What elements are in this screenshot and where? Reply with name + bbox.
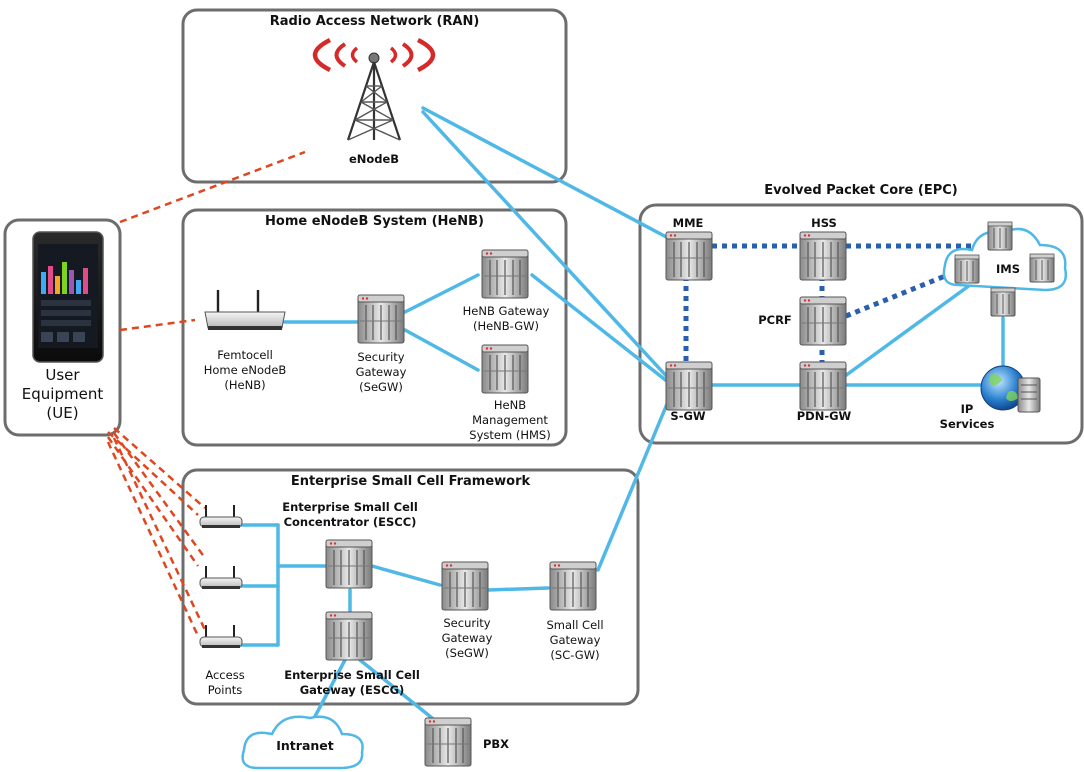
- pbx-label: PBX: [482, 737, 510, 751]
- server-icon: [424, 717, 472, 767]
- server-icon: [990, 287, 1016, 317]
- signaling-links: [683, 243, 990, 364]
- server-icon: [799, 361, 847, 411]
- ims-label: IMS: [995, 262, 1020, 276]
- ran-title: Radio Access Network (RAN): [269, 14, 480, 29]
- henb-segw-label: Security Gateway (SeGW): [355, 350, 407, 394]
- server-icon: [441, 561, 489, 611]
- escg-label: Enterprise Small Cell Gateway (ESCG): [284, 668, 420, 697]
- server-icon: [549, 561, 597, 611]
- pcrf-label: PCRF: [758, 313, 792, 327]
- hss-label: HSS: [811, 216, 837, 230]
- henb-title: Home eNodeB System (HeNB): [265, 214, 484, 229]
- ue-label: User Equipment (UE): [21, 366, 104, 422]
- epc-title: Evolved Packet Core (EPC): [764, 183, 958, 198]
- intranet-label: Intranet: [276, 738, 334, 753]
- server-icon: [987, 221, 1013, 251]
- server-icon: [481, 344, 529, 394]
- server-icon: [481, 249, 529, 299]
- server-icon: [665, 361, 713, 411]
- server-icon: [799, 296, 847, 346]
- femtocell-label: Femtocell Home eNodeB (HeNB): [203, 348, 287, 392]
- server-icon: [325, 611, 373, 661]
- router-icon: [204, 290, 286, 330]
- server-icon: [325, 539, 373, 589]
- scgw-label: Small Cell Gateway (SC-GW): [546, 618, 604, 662]
- hms-label: HeNB Management System (HMS): [469, 398, 551, 442]
- access-points-label: Access Points: [205, 668, 245, 697]
- pdngw-label: PDN-GW: [796, 409, 852, 423]
- cell-tower-icon: [312, 37, 436, 141]
- escc-label: Enterprise Small Cell Concentrator (ESCC…: [282, 500, 418, 529]
- server-icon: [954, 254, 980, 284]
- enterprise-title: Enterprise Small Cell Framework: [290, 474, 531, 489]
- server-icon: [799, 231, 847, 281]
- server-icon: [665, 231, 713, 281]
- data-links: [238, 106, 1005, 724]
- server-icon: [1029, 253, 1055, 283]
- globe-icon: [980, 365, 1041, 413]
- ent-segw-label: Security Gateway (SeGW): [441, 616, 493, 660]
- enterprise-box: [181, 468, 640, 706]
- enodeb-label: eNodeB: [348, 152, 400, 166]
- server-icon: [357, 294, 405, 344]
- sgw-label: S-GW: [670, 409, 706, 423]
- mme-label: MME: [672, 216, 704, 230]
- wireless-links: [106, 150, 306, 637]
- cloud-icon: [241, 715, 364, 770]
- ip-services-label: IP Services: [939, 402, 995, 431]
- henb-gateway-label: HeNB Gateway (HeNB-GW): [462, 304, 550, 333]
- smartphone-icon: [32, 231, 104, 363]
